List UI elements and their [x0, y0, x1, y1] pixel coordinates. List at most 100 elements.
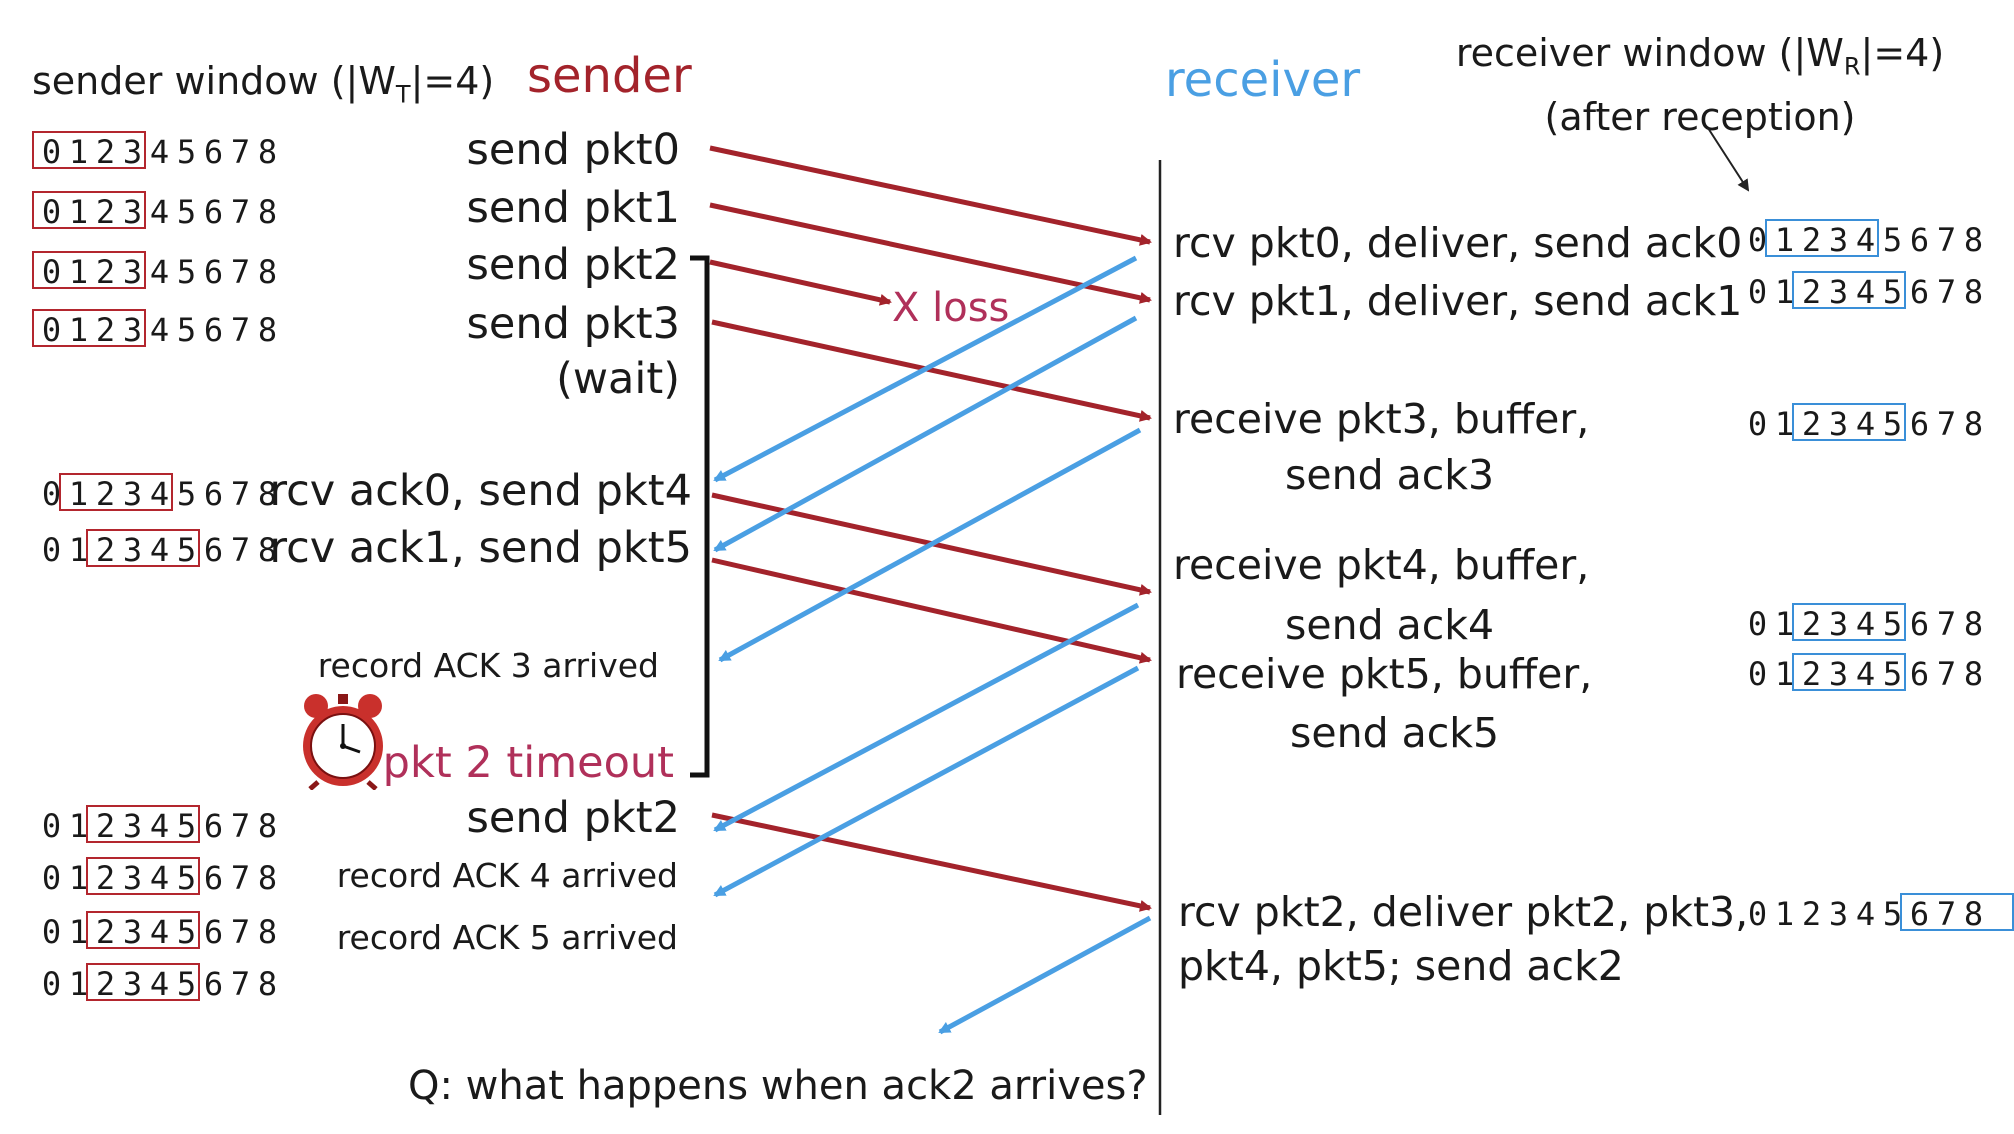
sequence-number: 5: [176, 859, 197, 897]
sequence-number: 3: [122, 311, 143, 349]
receiver-event-rcv-pkt5: receive pkt5, buffer,: [1176, 650, 1593, 698]
sequence-number: 6: [203, 531, 224, 569]
sequence-number: 8: [1963, 405, 1984, 443]
sender-window-header-text: sender window (|W: [32, 59, 396, 103]
sequence-number: 3: [122, 807, 143, 845]
sequence-number: 3: [1828, 655, 1849, 693]
alarm-clock-icon: [303, 694, 383, 790]
sender-event-send-pkt1: send pkt1: [466, 183, 681, 233]
sender-note-ack5: record ACK 5 arrived: [336, 918, 678, 957]
sequence-number: 1: [1774, 605, 1795, 643]
sequence-number: 7: [230, 913, 251, 951]
ack3-arrow: [718, 427, 1142, 663]
sequence-number: 1: [1774, 405, 1795, 443]
sequence-number: 3: [1828, 273, 1849, 311]
sequence-number: 1: [68, 133, 89, 171]
sequence-number: 8: [257, 475, 278, 513]
sequence-number: 4: [149, 859, 170, 897]
sequence-number: 4: [149, 253, 170, 291]
pkt0-arrow: [709, 145, 1152, 246]
sequence-number: 3: [122, 531, 143, 569]
sender-event-wait: (wait): [556, 354, 680, 404]
ack2-arrow: [938, 915, 1152, 1035]
sequence-number: 0: [41, 531, 62, 569]
sequence-number: 2: [1801, 221, 1822, 259]
sequence-number: 2: [1801, 405, 1822, 443]
sequence-number: 6: [1909, 895, 1930, 933]
receiver-event-send-ack4: send ack4: [1285, 601, 1495, 649]
sender-window-subscript: T: [395, 80, 411, 109]
sequence-number: 8: [1963, 273, 1984, 311]
sequence-number: 6: [203, 859, 224, 897]
sequence-number: 7: [1936, 221, 1957, 259]
sequence-number: 7: [230, 311, 251, 349]
sequence-number: 3: [122, 475, 143, 513]
sequence-number: 5: [176, 807, 197, 845]
sequence-number: 0: [41, 913, 62, 951]
sequence-number: 5: [176, 913, 197, 951]
sequence-number: 5: [176, 965, 197, 1003]
sequence-number: 5: [1882, 605, 1903, 643]
sender-note-ack4: record ACK 4 arrived: [336, 856, 678, 895]
sequence-number: 2: [1801, 895, 1822, 933]
receiver-event-send-ack2: pkt4, pkt5; send ack2: [1178, 942, 1624, 990]
receiver-window-header-end: |=4): [1860, 31, 1945, 75]
sequence-number: 2: [95, 913, 116, 951]
sequence-number: 6: [203, 965, 224, 1003]
sender-window-header: sender window (|WT|=4): [32, 56, 494, 120]
sequence-number: 7: [230, 859, 251, 897]
sender-window-header-end: |=4): [410, 59, 495, 103]
ack1-arrow: [713, 315, 1138, 553]
sequence-number: 1: [1774, 273, 1795, 311]
sequence-number: 0: [41, 965, 62, 1003]
sequence-number: 1: [1774, 895, 1795, 933]
ack4-arrow: [713, 602, 1140, 833]
sequence-number: 1: [68, 807, 89, 845]
receiver-event-send-ack5: send ack5: [1290, 709, 1500, 757]
sequence-number: 0: [1747, 895, 1768, 933]
sequence-number: 2: [1801, 655, 1822, 693]
sequence-number: 1: [68, 965, 89, 1003]
timeout-bracket: [690, 255, 710, 778]
sequence-number: 1: [68, 311, 89, 349]
sequence-number: 6: [203, 253, 224, 291]
sequence-number: 4: [1855, 605, 1876, 643]
sequence-number: 0: [41, 311, 62, 349]
sequence-number: 5: [176, 475, 197, 513]
sequence-number: 0: [41, 807, 62, 845]
sequence-number: 0: [41, 859, 62, 897]
ack0-arrow: [713, 255, 1138, 483]
sequence-number: 4: [149, 475, 170, 513]
sender-event-send-pkt3: send pkt3: [466, 299, 681, 349]
sequence-number: 4: [149, 913, 170, 951]
sequence-number: 3: [1828, 605, 1849, 643]
sequence-number: 3: [122, 965, 143, 1003]
sequence-number: 0: [41, 133, 62, 171]
sequence-number: 8: [257, 913, 278, 951]
sequence-number: 5: [176, 253, 197, 291]
sequence-number: 8: [1963, 655, 1984, 693]
sender-title: sender: [527, 48, 692, 104]
sequence-number: 7: [230, 807, 251, 845]
sequence-number: 3: [1828, 405, 1849, 443]
sequence-number: 8: [257, 133, 278, 171]
sequence-number: 5: [1882, 273, 1903, 311]
sequence-number: 6: [203, 475, 224, 513]
receiver-event-rcv-pkt2: rcv pkt2, deliver pkt2, pkt3,: [1178, 888, 1749, 936]
receiver-window-subscript: R: [1843, 52, 1861, 81]
sender-note-ack3: record ACK 3 arrived: [317, 646, 659, 685]
sequence-number: 4: [1855, 895, 1876, 933]
pkt2-lost-arrow: [709, 259, 892, 306]
sequence-number: 2: [1801, 273, 1822, 311]
sequence-number: 2: [95, 253, 116, 291]
sequence-number: 6: [1909, 405, 1930, 443]
sequence-number: 2: [95, 311, 116, 349]
receiver-event-rcv-pkt0: rcv pkt0, deliver, send ack0: [1173, 219, 1743, 267]
sequence-number: 6: [203, 311, 224, 349]
sequence-number: 1: [68, 913, 89, 951]
